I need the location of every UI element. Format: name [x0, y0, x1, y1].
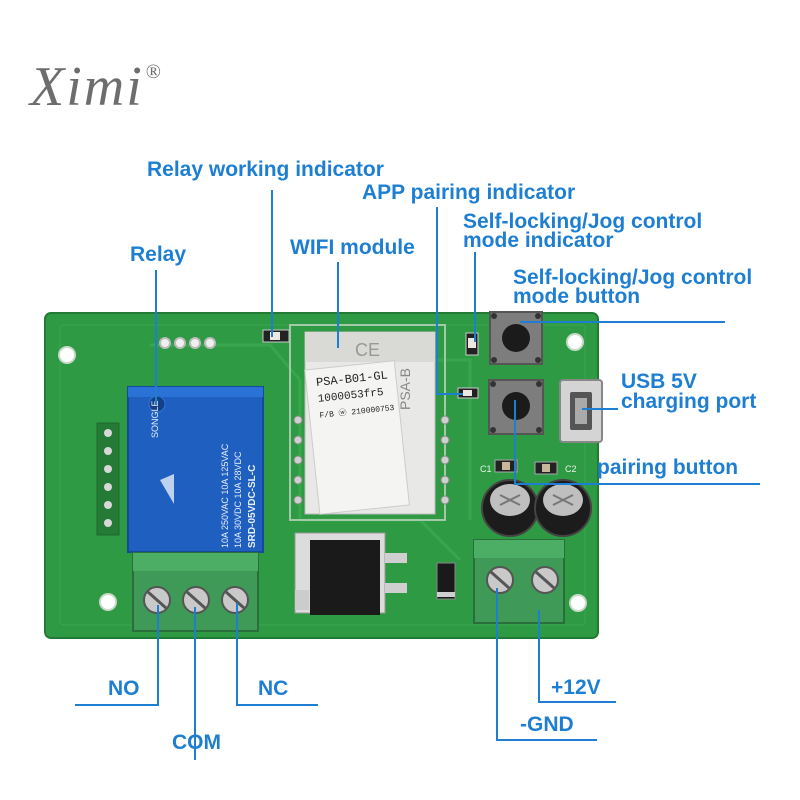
mode-indicator-led: [465, 332, 479, 356]
callout-lines: [75, 190, 760, 760]
module-ce-mark: CE: [355, 340, 380, 360]
relay-spec-2: 10A 30VDC 10A 28VDC: [233, 451, 243, 548]
logo-text: Ximi: [30, 56, 144, 118]
header-pads-left: [96, 422, 120, 536]
cap-label-c2: C2: [565, 464, 577, 474]
usb-port: [559, 379, 603, 443]
wifi-module: CE PSA-B PSA-B01-GL 1000053fr5 F/B ⓦ 210…: [289, 324, 450, 521]
relay-component: SONGLE 10A 250VAC 10A 125VAC 10A 30VDC 1…: [127, 386, 264, 553]
relay-spec-1: 10A 250VAC 10A 125VAC: [220, 443, 230, 548]
line-no: [75, 605, 159, 706]
line-nc: [236, 603, 318, 706]
label-relay: Relay: [130, 243, 187, 266]
line-pairing-button: [514, 400, 760, 485]
label-gnd: -GND: [520, 713, 574, 736]
cap-label-c1: C1: [480, 464, 492, 474]
voltage-regulator: [294, 532, 407, 615]
label-app-pairing-indicator: APP pairing indicator: [362, 181, 576, 204]
line-12v: [538, 610, 616, 703]
header-pads-top: [159, 337, 216, 349]
diode: [436, 562, 456, 600]
label-pairing-button: pairing button: [597, 456, 739, 479]
label-mode-button-line1: Self-locking/Jog control: [513, 266, 753, 289]
line-gnd: [496, 588, 597, 741]
label-mode-button-line2: mode button: [513, 285, 641, 308]
label-relay-working-indicator: Relay working indicator: [147, 158, 384, 181]
brand-logo: Ximi®: [30, 55, 161, 119]
label-nc: NC: [258, 677, 289, 700]
label-mode-indicator-line1: Self-locking/Jog control: [463, 210, 703, 233]
label-com: COM: [172, 731, 221, 754]
line-app-pairing: [436, 207, 463, 395]
label-12v: +12V: [551, 676, 601, 699]
label-wifi-module: WIFI module: [290, 236, 415, 259]
relay-led: [262, 329, 290, 343]
label-usb-line2: charging port: [621, 390, 757, 413]
module-edge-text: PSA-B: [397, 368, 413, 410]
smd-components: C1 C2: [480, 459, 577, 475]
mode-button: [489, 311, 543, 365]
label-no: NO: [108, 677, 140, 700]
label-usb-line1: USB 5V: [621, 370, 697, 393]
capacitors: [481, 479, 592, 537]
registered-mark: ®: [145, 61, 163, 83]
relay-brand-text: SONGLE: [150, 400, 160, 438]
label-mode-indicator-line2: mode indicator: [463, 229, 614, 252]
terminal-block-power: [473, 539, 565, 624]
relay-model: SRD-05VDC-SL-C: [247, 465, 258, 548]
